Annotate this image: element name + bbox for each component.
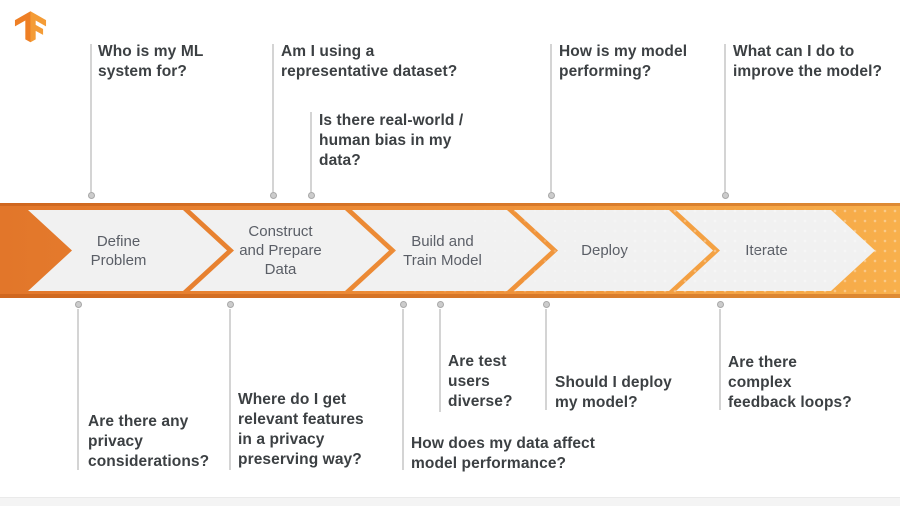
question-data-affect-performance: How does my data affect model performanc… [411,435,596,472]
connector-dot [227,301,234,308]
question-privacy-preserving-features: Where do I get relevant features in a pr… [238,391,364,468]
question-feedback-loops: Are there complex feedback loops? [728,354,852,411]
connector-line [229,309,231,470]
process-band: Define Problem Construct and Prepare Dat… [0,203,900,298]
connector-line [545,309,547,410]
question-model-performing: How is my model performing? [559,43,688,80]
connector-line [439,309,441,412]
connector-dot [548,192,555,199]
connector-dot [437,301,444,308]
connector-line [272,44,274,192]
tensorflow-logo [14,11,47,43]
question-who-is-system-for: Who is my ML system for? [98,43,204,80]
connector-dot [308,192,315,199]
question-test-users-diverse: Are test users diverse? [448,353,513,410]
stage-chevron-define-problem: Define Problem [28,210,227,291]
connector-dot [543,301,550,308]
connector-line [402,309,404,470]
connector-line [724,44,726,192]
connector-dot [75,301,82,308]
stage-label: Build and Train Model [403,232,482,269]
connector-line [310,112,312,192]
stage-label: Construct and Prepare Data [239,223,322,278]
connector-dot [400,301,407,308]
connector-line [77,309,79,470]
question-improve-model: What can I do to improve the model? [733,43,883,80]
bottom-strip [0,497,900,506]
connector-dot [270,192,277,199]
question-human-bias: Is there real-world / human bias in my d… [319,112,464,169]
question-should-i-deploy: Should I deploy my model? [555,374,672,411]
stage-label: Define Problem [90,232,147,269]
connector-line [550,44,552,192]
connector-line [90,44,92,192]
question-privacy-considerations: Are there any privacy considerations? [88,413,210,470]
question-representative-dataset: Am I using a representative dataset? [281,43,458,80]
stage-label: Deploy [581,242,628,259]
connector-dot [722,192,729,199]
connector-line [719,309,721,410]
connector-dot [88,192,95,199]
connector-dot [717,301,724,308]
stage-label: Iterate [745,242,788,259]
